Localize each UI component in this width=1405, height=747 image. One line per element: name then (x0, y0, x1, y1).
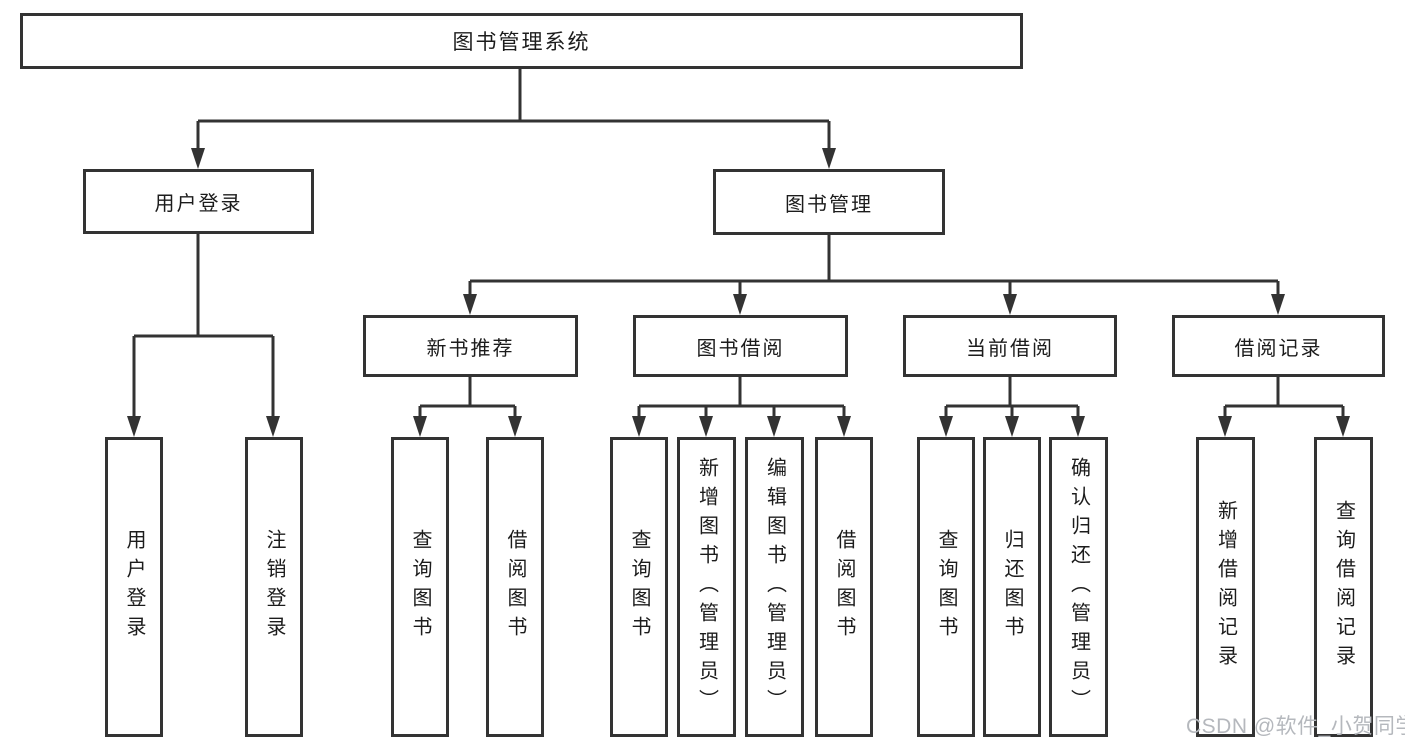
node-leaf-confirm-return-admin: 确认归还（管理员） (1049, 437, 1108, 737)
node-leaf-query-book-3-label: 查询图书 (935, 529, 957, 645)
connector-book-management-branch (468, 235, 1280, 299)
node-current-borrow: 当前借阅 (903, 315, 1117, 377)
node-book-borrow: 图书借阅 (633, 315, 848, 377)
node-leaf-add-book-admin: 新增图书（管理员） (677, 437, 736, 737)
node-book-management-label: 图书管理 (785, 193, 873, 216)
node-leaf-add-book-admin-label: 新增图书（管理员） (695, 456, 718, 718)
node-leaf-borrow-book-1-label: 借阅图书 (504, 529, 526, 645)
node-leaf-query-book-2-label: 查询图书 (628, 529, 650, 645)
connector-new-book-branch (418, 377, 517, 421)
node-leaf-borrow-book-2: 借阅图书 (815, 437, 873, 737)
node-leaf-logout-label: 注销登录 (263, 529, 285, 645)
connector-book-borrow-branch (637, 377, 846, 421)
node-leaf-query-book-3: 查询图书 (917, 437, 975, 737)
watermark: CSDN @软件_小贺同学 (1186, 715, 1405, 738)
node-leaf-user-login: 用户登录 (105, 437, 163, 737)
node-root-label: 图书管理系统 (452, 31, 591, 54)
node-leaf-logout: 注销登录 (245, 437, 303, 737)
node-current-borrow-label: 当前借阅 (966, 337, 1054, 360)
node-leaf-edit-book-admin: 编辑图书（管理员） (745, 437, 804, 737)
node-borrow-records: 借阅记录 (1172, 315, 1385, 377)
connector-current-borrow-branch (944, 377, 1080, 421)
connector-root-to-level2 (196, 69, 831, 153)
node-user-login: 用户登录 (83, 169, 314, 234)
connector-borrow-records-branch (1223, 377, 1345, 421)
node-leaf-query-book-1: 查询图书 (391, 437, 449, 737)
node-leaf-query-book-1-label: 查询图书 (409, 529, 431, 645)
arrowheads (127, 148, 1350, 437)
node-new-book-recommend-label: 新书推荐 (426, 337, 515, 360)
connector-user-login-branch (132, 234, 275, 421)
node-new-book-recommend: 新书推荐 (363, 315, 578, 377)
node-leaf-query-book-2: 查询图书 (610, 437, 668, 737)
node-leaf-return-book-label: 归还图书 (1001, 529, 1023, 645)
node-user-login-label: 用户登录 (154, 193, 243, 215)
node-root: 图书管理系统 (20, 13, 1023, 69)
node-leaf-confirm-return-admin-label: 确认归还（管理员） (1067, 456, 1090, 718)
node-leaf-add-borrow-record: 新增借阅记录 (1196, 437, 1255, 737)
node-leaf-edit-book-admin-label: 编辑图书（管理员） (763, 456, 786, 718)
node-leaf-return-book: 归还图书 (983, 437, 1041, 737)
node-book-management: 图书管理 (713, 169, 945, 235)
node-leaf-borrow-book-1: 借阅图书 (486, 437, 544, 737)
node-book-borrow-label: 图书借阅 (696, 337, 785, 360)
node-leaf-borrow-book-2-label: 借阅图书 (833, 529, 855, 645)
node-leaf-add-borrow-record-label: 新增借阅记录 (1214, 500, 1237, 674)
node-leaf-query-borrow-record-label: 查询借阅记录 (1332, 500, 1355, 674)
node-borrow-records-label: 借阅记录 (1234, 337, 1323, 360)
node-leaf-user-login-label: 用户登录 (123, 529, 145, 645)
node-leaf-query-borrow-record: 查询借阅记录 (1314, 437, 1373, 737)
